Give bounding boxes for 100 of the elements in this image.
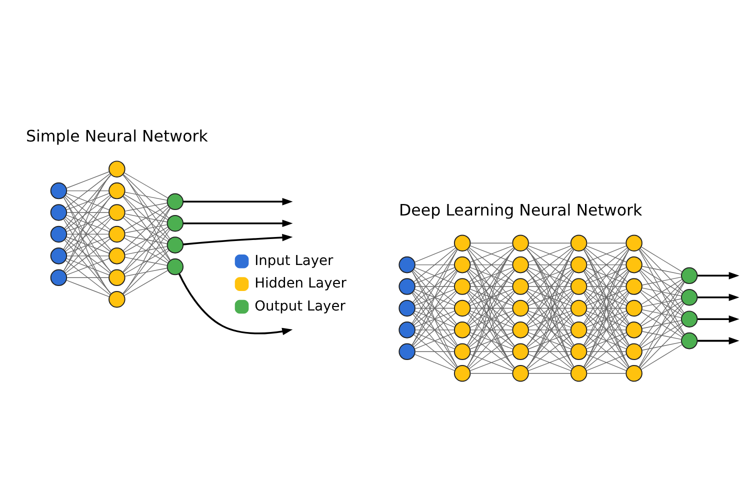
node-circle — [166, 214, 184, 232]
node-circle — [108, 204, 126, 220]
node-circle — [50, 204, 68, 220]
connector — [414, 244, 456, 262]
node-circle — [50, 268, 68, 286]
connector — [65, 216, 110, 252]
connector — [122, 207, 171, 294]
node-circle — [512, 321, 529, 338]
connector — [124, 248, 168, 274]
connector — [586, 350, 626, 352]
connector — [66, 170, 110, 188]
connector — [528, 372, 571, 374]
connector — [528, 329, 571, 330]
node-circle — [166, 236, 184, 253]
connector — [66, 276, 110, 278]
connector — [122, 228, 170, 294]
arrow — [698, 314, 740, 322]
connector — [468, 312, 516, 368]
connector — [122, 206, 170, 251]
connector — [640, 278, 683, 304]
connector — [469, 290, 514, 326]
node-circle — [512, 278, 529, 294]
connector — [527, 334, 572, 369]
connector — [124, 224, 168, 233]
connector — [468, 270, 516, 324]
connector — [640, 291, 684, 336]
node-circle — [626, 364, 642, 382]
connector — [124, 194, 168, 220]
connector — [640, 311, 683, 337]
connector — [66, 233, 110, 234]
connector — [412, 270, 457, 324]
node-circle — [512, 364, 529, 382]
connector — [640, 302, 684, 346]
connector — [122, 174, 170, 239]
node-circle — [398, 278, 416, 294]
connector — [586, 288, 627, 306]
connector — [414, 329, 455, 330]
connector — [469, 334, 514, 369]
connector — [586, 310, 627, 328]
connector — [640, 324, 684, 368]
connector — [468, 291, 516, 346]
connector — [586, 244, 627, 262]
connector — [413, 334, 456, 368]
node-circle — [454, 321, 471, 338]
connector — [122, 174, 171, 260]
connector — [469, 246, 514, 282]
connector — [413, 268, 456, 304]
node-circle — [108, 290, 126, 308]
node-circle — [680, 266, 698, 284]
connector — [468, 248, 516, 303]
connector — [122, 206, 170, 272]
connector — [470, 264, 513, 265]
node-circle — [626, 234, 642, 251]
connector — [66, 258, 110, 275]
connector — [639, 270, 684, 335]
node-circle — [398, 299, 416, 316]
legend-label: Output Layer — [254, 298, 346, 314]
connector — [527, 290, 572, 326]
connector — [124, 270, 168, 296]
connector — [528, 332, 572, 349]
connector — [413, 290, 456, 326]
node-circle — [680, 310, 698, 327]
connector — [640, 246, 683, 272]
connector — [470, 242, 513, 243]
connector — [528, 353, 572, 371]
connector — [586, 372, 626, 374]
node-circle — [108, 247, 126, 264]
connector — [122, 228, 170, 272]
connector — [412, 248, 457, 302]
connector — [642, 298, 682, 307]
node-circle — [50, 182, 68, 199]
connector — [124, 256, 168, 266]
connector — [528, 242, 571, 243]
node-circle — [108, 268, 126, 286]
label: Deep Learning Neural Network — [399, 200, 642, 219]
connector — [640, 269, 684, 314]
connector — [66, 279, 110, 297]
connector — [412, 248, 458, 324]
connector — [414, 332, 456, 349]
node-circle — [454, 256, 471, 273]
node-circle — [166, 192, 184, 210]
connector — [584, 313, 629, 368]
connector — [583, 292, 630, 367]
label: Simple Neural Network — [26, 126, 208, 145]
connector — [63, 174, 112, 250]
node-circle — [454, 342, 471, 360]
connector — [586, 332, 627, 349]
connector — [412, 248, 458, 346]
node-circle — [108, 160, 126, 177]
node-circle — [626, 342, 642, 360]
connector — [640, 300, 683, 326]
node-circle — [50, 225, 68, 242]
connector — [124, 234, 168, 244]
connector — [584, 248, 629, 302]
node-circle — [626, 299, 642, 316]
connector — [66, 192, 110, 210]
connector — [414, 310, 456, 328]
connector — [65, 260, 110, 295]
connector — [66, 190, 110, 191]
connector — [640, 248, 684, 292]
